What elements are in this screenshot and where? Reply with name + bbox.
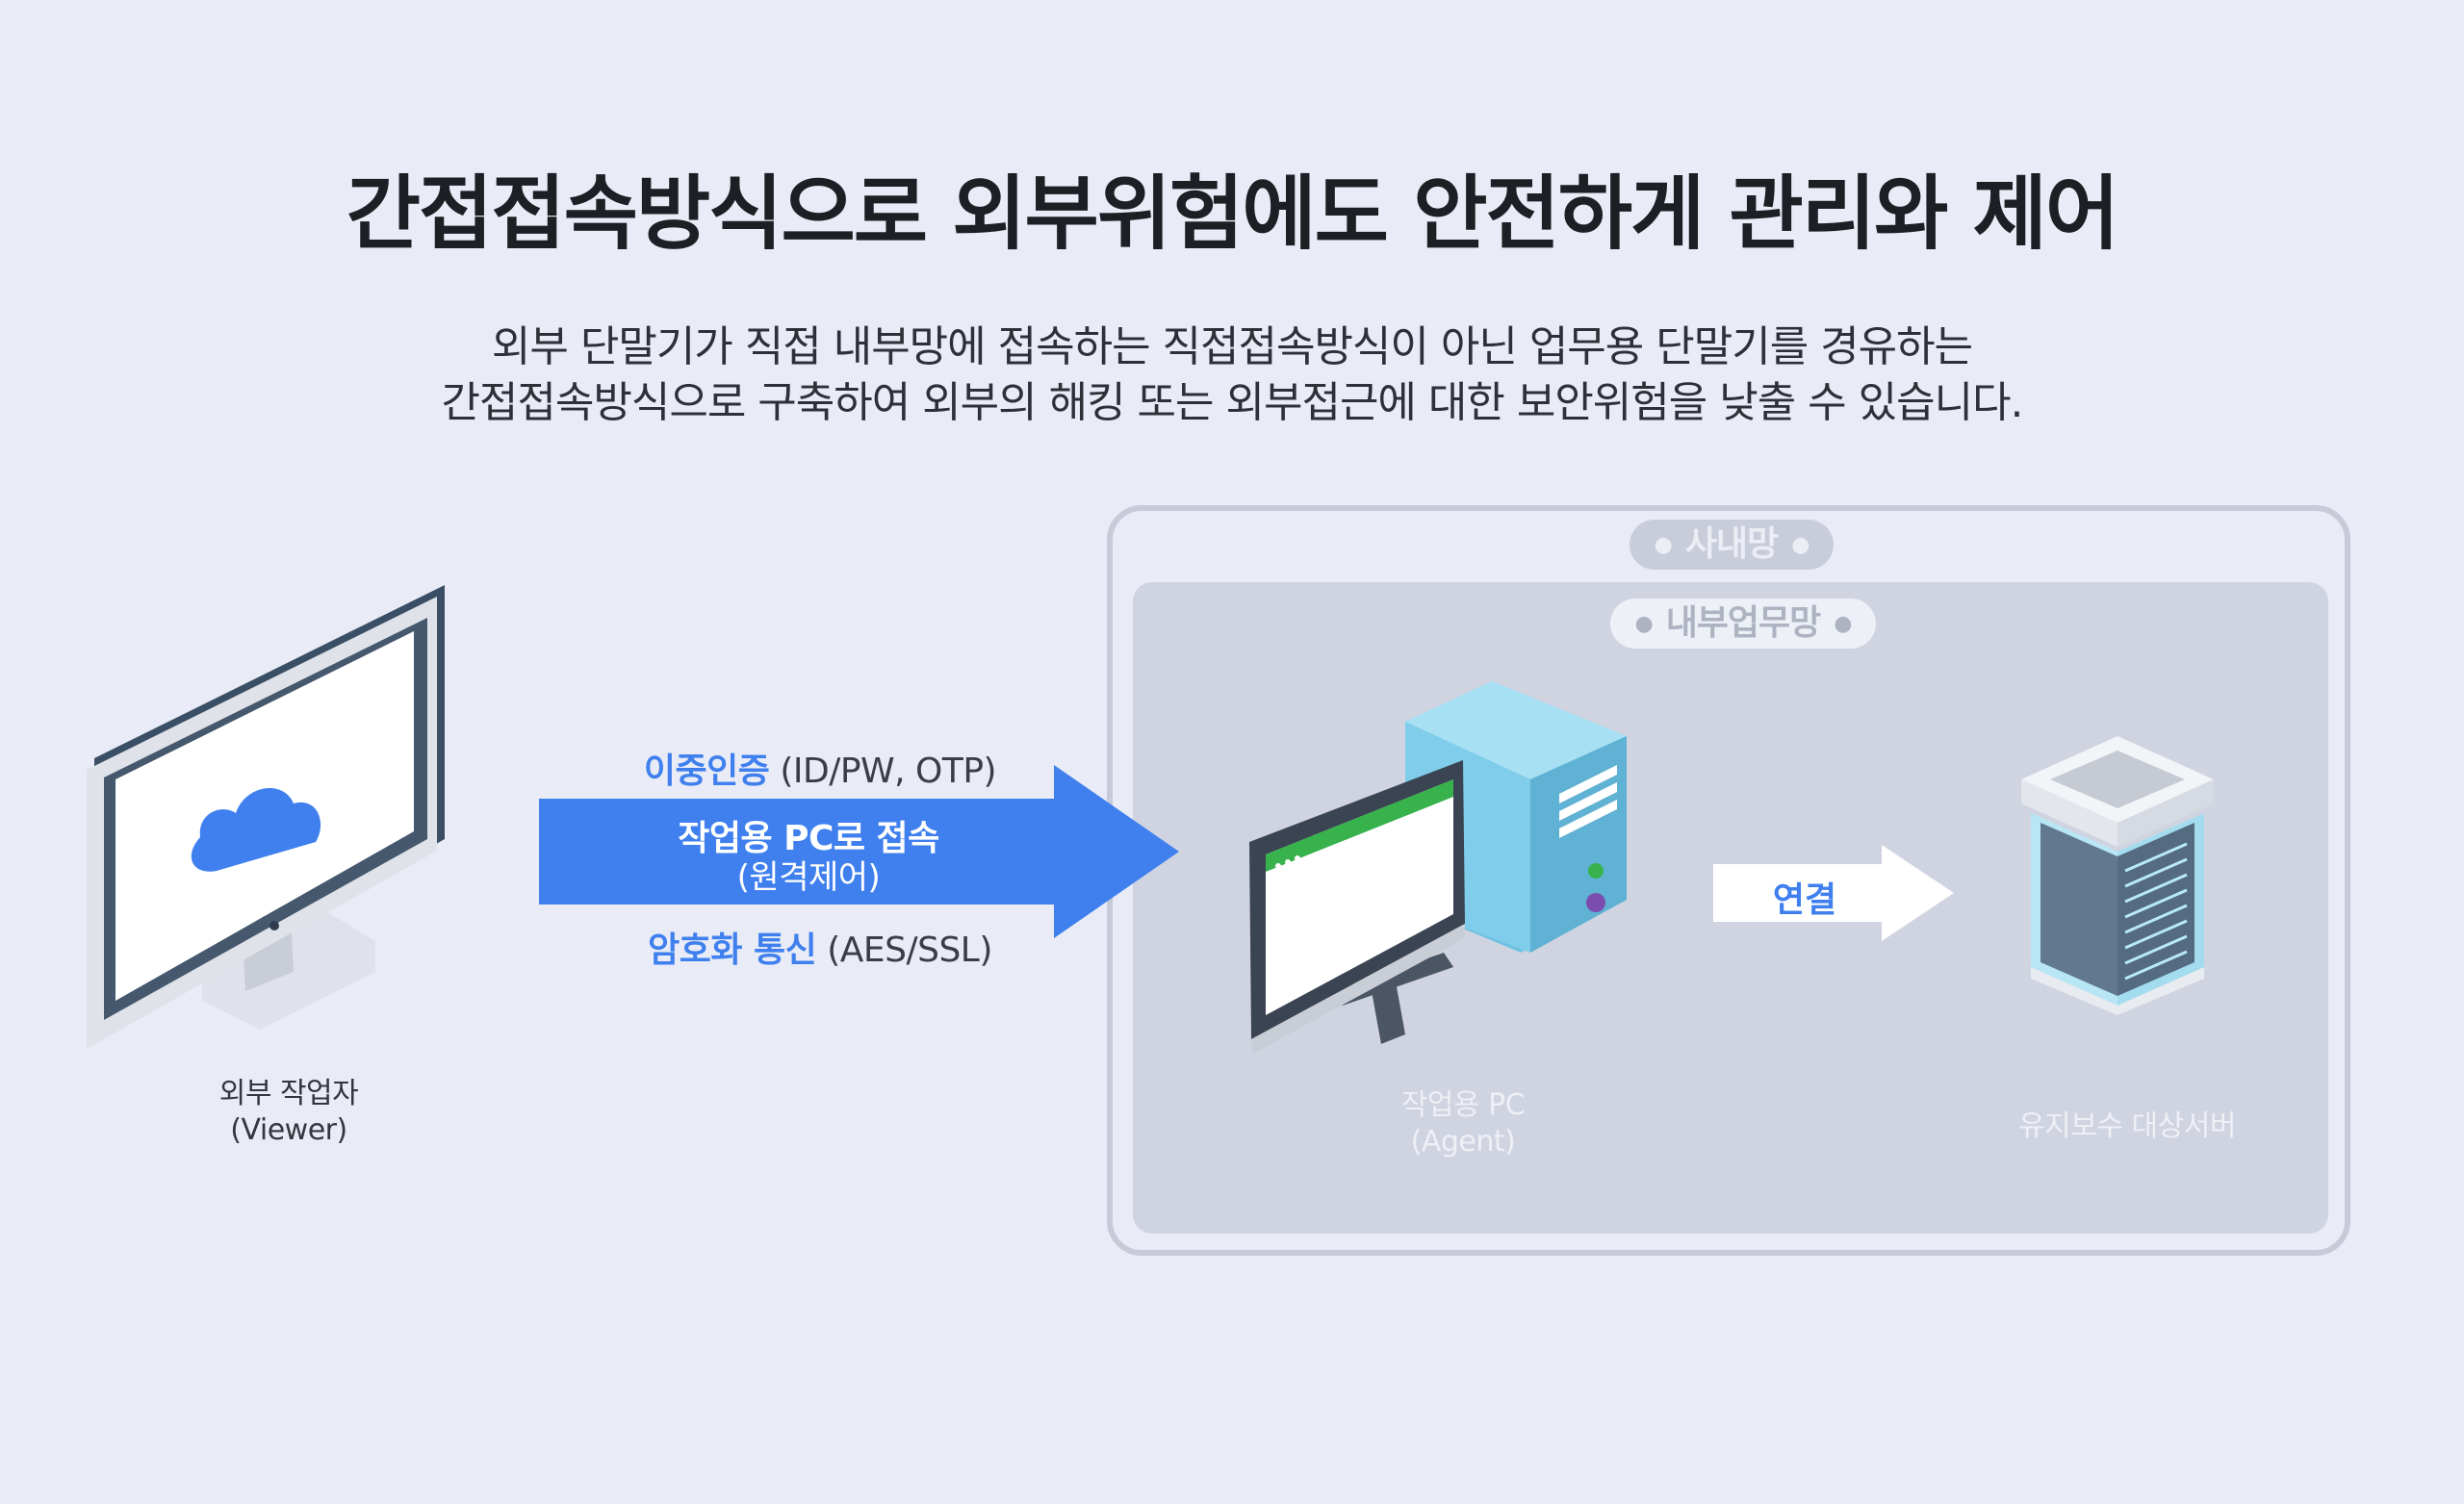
viewer-monitor-icon bbox=[87, 585, 445, 1049]
remote-access-arrow bbox=[539, 765, 1179, 938]
viewer-label: 외부 작업자 (Viewer) bbox=[144, 1076, 433, 1150]
auth-strong: 이중인증 bbox=[643, 752, 770, 791]
arrow-label-sub: (원격제어) bbox=[736, 858, 881, 897]
internal-network-label: 내부업무망 bbox=[1665, 603, 1822, 643]
intranet-label: 사내망 bbox=[1684, 524, 1779, 564]
description-line-2: 간접접속방식으로 구축하여 외부의 해킹 또는 외부접근에 대한 보안위험을 낮… bbox=[441, 378, 2023, 427]
agent-label-line1: 작업용 PC bbox=[1400, 1088, 1526, 1122]
intranet-badge: ● 사내망 ● bbox=[1630, 520, 1834, 570]
viewer-label-line1: 외부 작업자 bbox=[218, 1077, 359, 1110]
encryption-detail: (AES/SSL) bbox=[827, 930, 992, 970]
connect-label: 연결 bbox=[1772, 880, 1837, 920]
bullet-icon: ● bbox=[1834, 612, 1852, 636]
description-line-1: 외부 단말기가 직접 내부망에 접속하는 직접접속방식이 아닌 업무용 단말기를… bbox=[491, 322, 1973, 371]
encryption-strong: 암호화 통신 bbox=[648, 930, 817, 970]
auth-label: 이중인증 (ID/PW, OTP) bbox=[435, 743, 1205, 793]
bullet-icon: ● bbox=[1654, 533, 1673, 557]
server-rack-icon bbox=[2021, 736, 2214, 1015]
agent-label: 작업용 PC (Agent) bbox=[1319, 1087, 1607, 1161]
viewer-label-line2: (Viewer) bbox=[230, 1113, 347, 1148]
auth-detail: (ID/PW, OTP) bbox=[780, 752, 997, 791]
server-label: 유지보수 대상서버 bbox=[2018, 1109, 2236, 1143]
agent-pc-icon bbox=[1249, 681, 1627, 1054]
bullet-icon: ● bbox=[1791, 533, 1810, 557]
encryption-label: 암호화 통신 (AES/SSL) bbox=[435, 922, 1205, 972]
arrow-label-main: 작업용 PC로 접속 bbox=[678, 819, 939, 858]
page-title: 간접접속방식으로 외부위험에도 안전하게 관리와 제어 bbox=[346, 166, 2119, 261]
internal-network-badge: ● 내부업무망 ● bbox=[1610, 599, 1876, 649]
connect-arrow bbox=[1713, 845, 1954, 941]
agent-label-line2: (Agent) bbox=[1410, 1125, 1516, 1160]
bullet-icon: ● bbox=[1634, 612, 1653, 636]
